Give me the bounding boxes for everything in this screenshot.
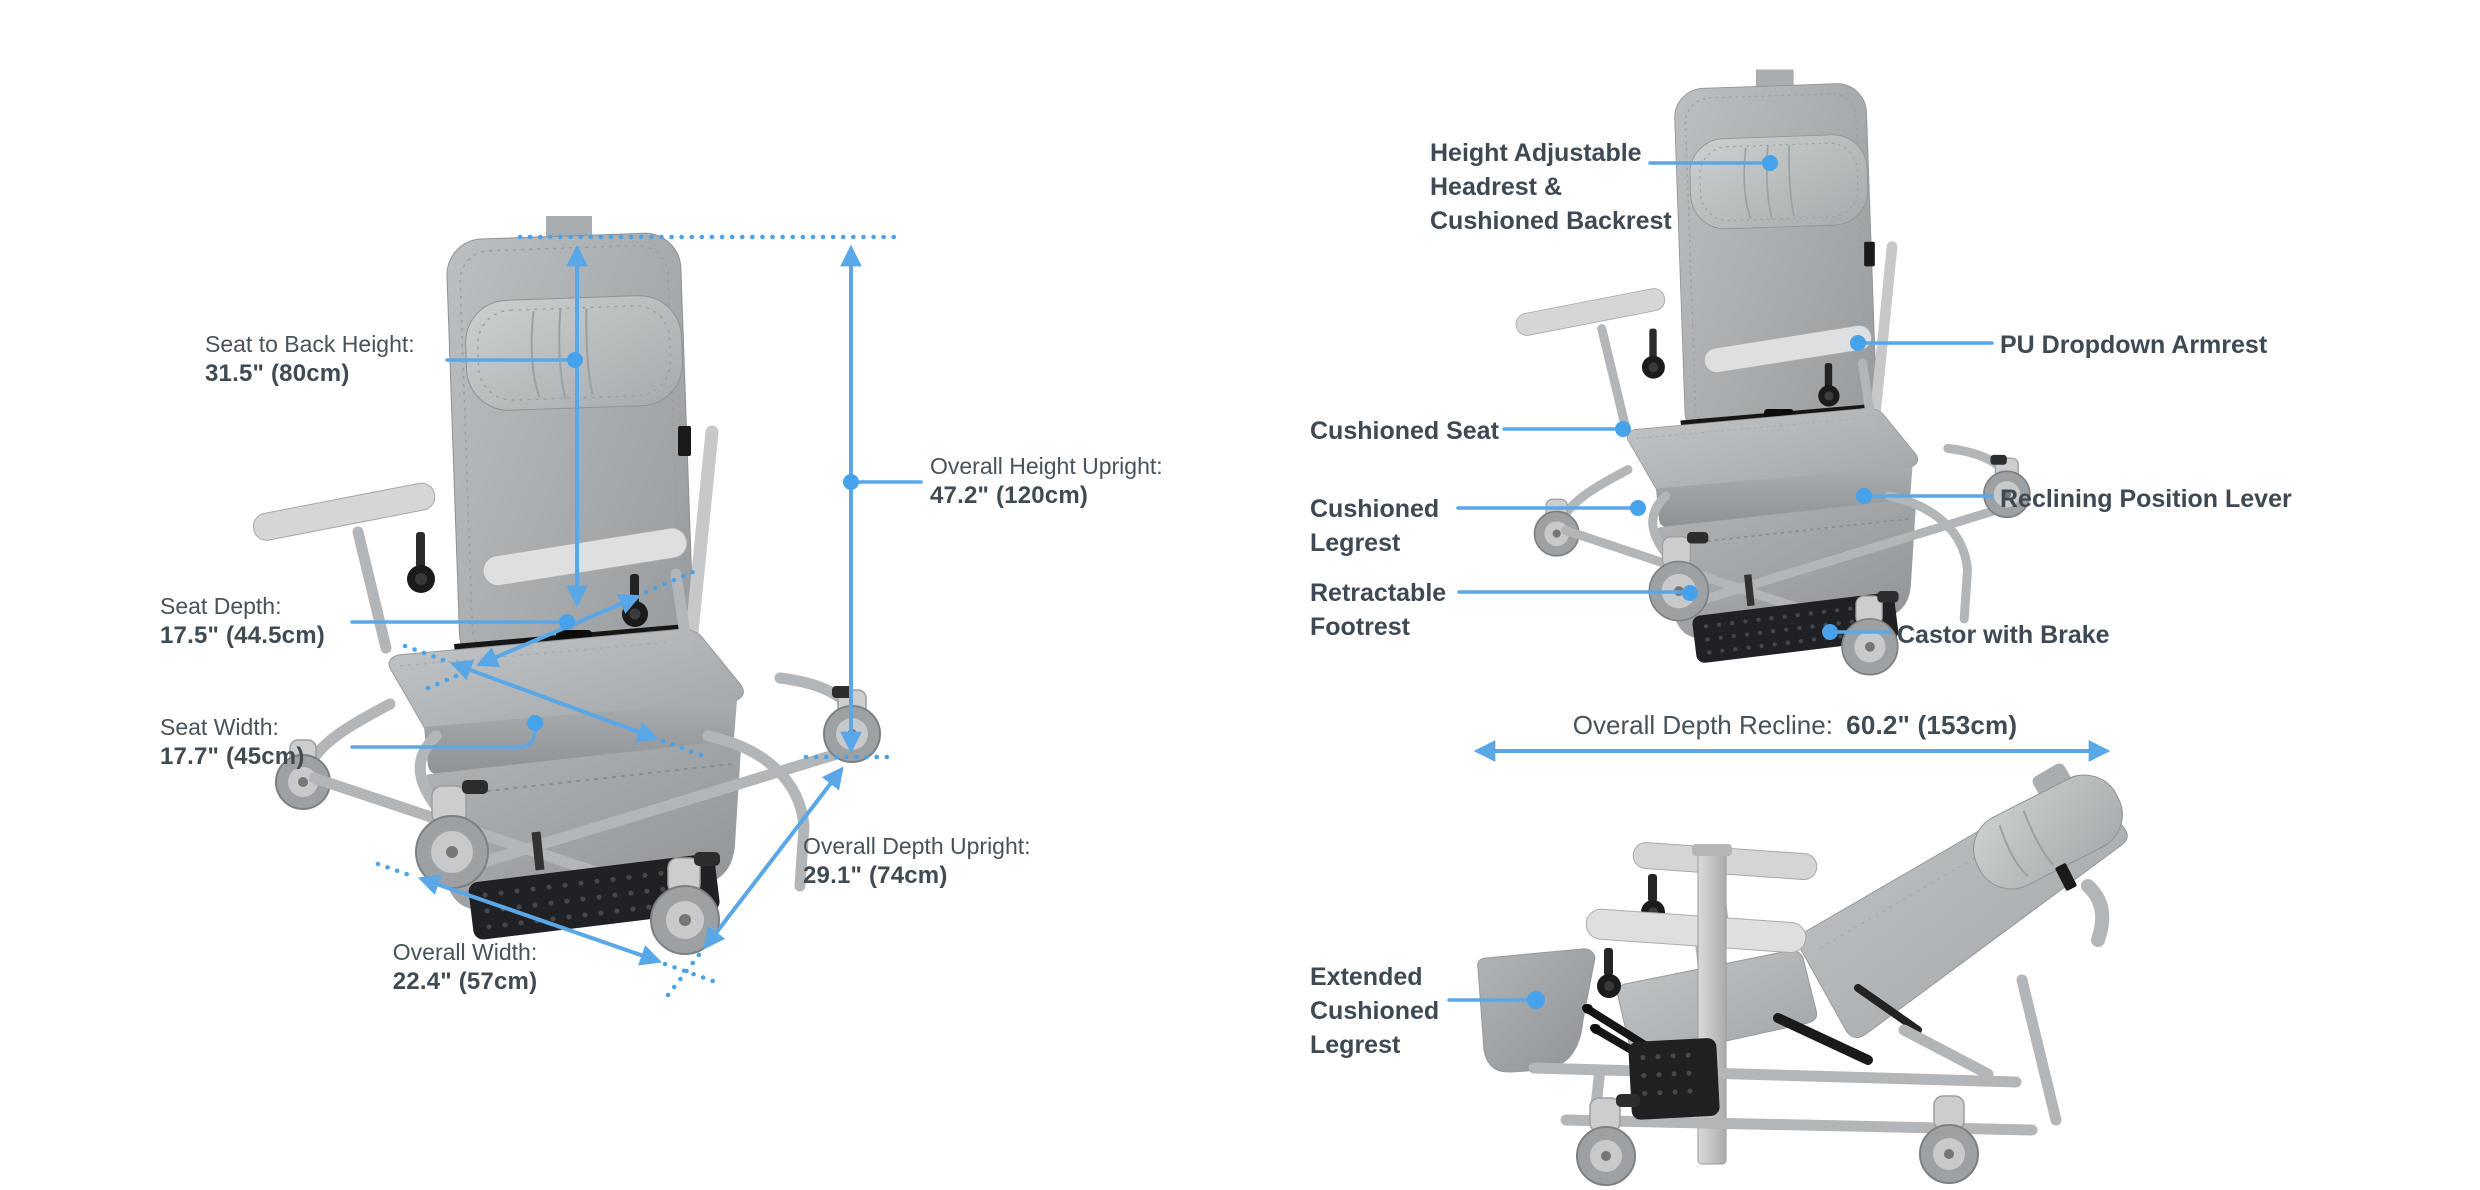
overall-width-arrow xyxy=(417,874,663,966)
pu-dropdown-armrest-label: PU Dropdown Armrest xyxy=(2000,328,2267,362)
overall-width-dotted-ext xyxy=(375,861,716,984)
cushioned-seat-label: Cushioned Seat xyxy=(1310,414,1499,448)
feature-label-line: Cushioned xyxy=(1310,495,1440,523)
dimension-value: 29.1" (74cm) xyxy=(803,862,948,889)
castor-with-brake-label: Castor with Brake xyxy=(1897,618,2110,652)
connector-dot xyxy=(1856,488,1872,504)
feature-label-line: Reclining Position Lever xyxy=(2000,485,2292,513)
overall-depth-arrow xyxy=(703,766,844,950)
dimension-value: 22.4" (57cm) xyxy=(392,968,538,995)
seat-depth-label: Seat Depth: 17.5" (44.5cm) xyxy=(160,592,325,650)
connector-dot xyxy=(1850,335,1866,351)
feature-label-line: Footrest xyxy=(1310,613,1410,641)
feature-label-line: Legrest xyxy=(1310,529,1401,557)
cushioned-legrest-label: Cushioned Legrest xyxy=(1310,492,1439,560)
dimension-label-text: Overall Depth Upright: xyxy=(803,833,1031,859)
dimension-label-text: Overall Height Upright: xyxy=(930,453,1163,479)
dimension-label-text: Seat Width: xyxy=(160,714,279,740)
seat-to-back-height-label: Seat to Back Height: 31.5" (80cm) xyxy=(205,330,415,388)
dimension-annotations xyxy=(350,234,923,998)
feature-label-line: PU Dropdown Armrest xyxy=(2000,331,2268,359)
seat-depth-arrow xyxy=(476,593,641,668)
connector-dot xyxy=(1527,991,1545,1009)
headrest-backrest-label: Height Adjustable Headrest & Cushioned B… xyxy=(1430,136,1672,238)
overall-depth-upright-label: Overall Depth Upright: 29.1" (74cm) xyxy=(803,832,1031,890)
seat-width-label: Seat Width: 17.7" (45cm) xyxy=(160,713,305,771)
connector-dot xyxy=(1822,624,1838,640)
feature-label-line: Retractable xyxy=(1310,579,1447,607)
connector-dot xyxy=(1615,421,1631,437)
overall-width-label: Overall Width: 22.4" (57cm) xyxy=(330,938,600,996)
dimension-value: 31.5" (80cm) xyxy=(205,360,350,387)
extended-cushioned-legrest-label: Extended Cushioned Legrest xyxy=(1310,960,1439,1062)
dimension-label-text: Seat Depth: xyxy=(160,593,282,619)
connector-dot xyxy=(559,614,575,630)
feature-label-line: Legrest xyxy=(1310,1031,1401,1059)
overall-depth-dotted-ext xyxy=(665,948,705,998)
connector-dot xyxy=(1630,500,1646,516)
feature-label-line: Castor with Brake xyxy=(1897,621,2110,649)
feature-label-line: Extended xyxy=(1310,963,1423,991)
connector-dot xyxy=(567,352,583,368)
seat-width-dotted-ext xyxy=(402,643,712,761)
feature-label-line: Cushioned Seat xyxy=(1310,417,1499,445)
dimension-label-text: Overall Width: xyxy=(392,939,538,965)
feature-label-line: Cushioned xyxy=(1310,997,1440,1025)
connector-dot xyxy=(527,715,543,731)
seat-depth-dotted-ext xyxy=(425,566,703,691)
feature-label-line: Cushioned Backrest xyxy=(1430,207,1672,235)
dimension-value: 17.7" (45cm) xyxy=(160,743,305,770)
dimension-value: 60.2" (153cm) xyxy=(1846,710,2018,740)
connector-dot xyxy=(843,474,859,490)
dimension-value: 17.5" (44.5cm) xyxy=(160,622,325,649)
connector-dot xyxy=(1762,155,1778,171)
overall-depth-recline-label: Overall Depth Recline: 60.2" (153cm) xyxy=(1495,710,2095,741)
dimension-label-text: Overall Depth Recline: xyxy=(1572,710,1833,740)
reclining-position-lever-label: Reclining Position Lever xyxy=(2000,482,2292,516)
dimension-value: 47.2" (120cm) xyxy=(930,482,1089,509)
overall-height-upright-label: Overall Height Upright: 47.2" (120cm) xyxy=(930,452,1163,510)
feature-label-line: Height Adjustable xyxy=(1430,139,1642,167)
dimension-label-text: Seat to Back Height: xyxy=(205,331,415,357)
seat-width-arrow xyxy=(449,659,660,743)
retractable-footrest-label: Retractable Footrest xyxy=(1310,576,1446,644)
connector-dot xyxy=(1682,585,1698,601)
reclined-chair-illustration xyxy=(1477,763,2128,1186)
feature-annotations xyxy=(1447,155,2111,1009)
feature-label-line: Headrest & xyxy=(1430,173,1562,201)
